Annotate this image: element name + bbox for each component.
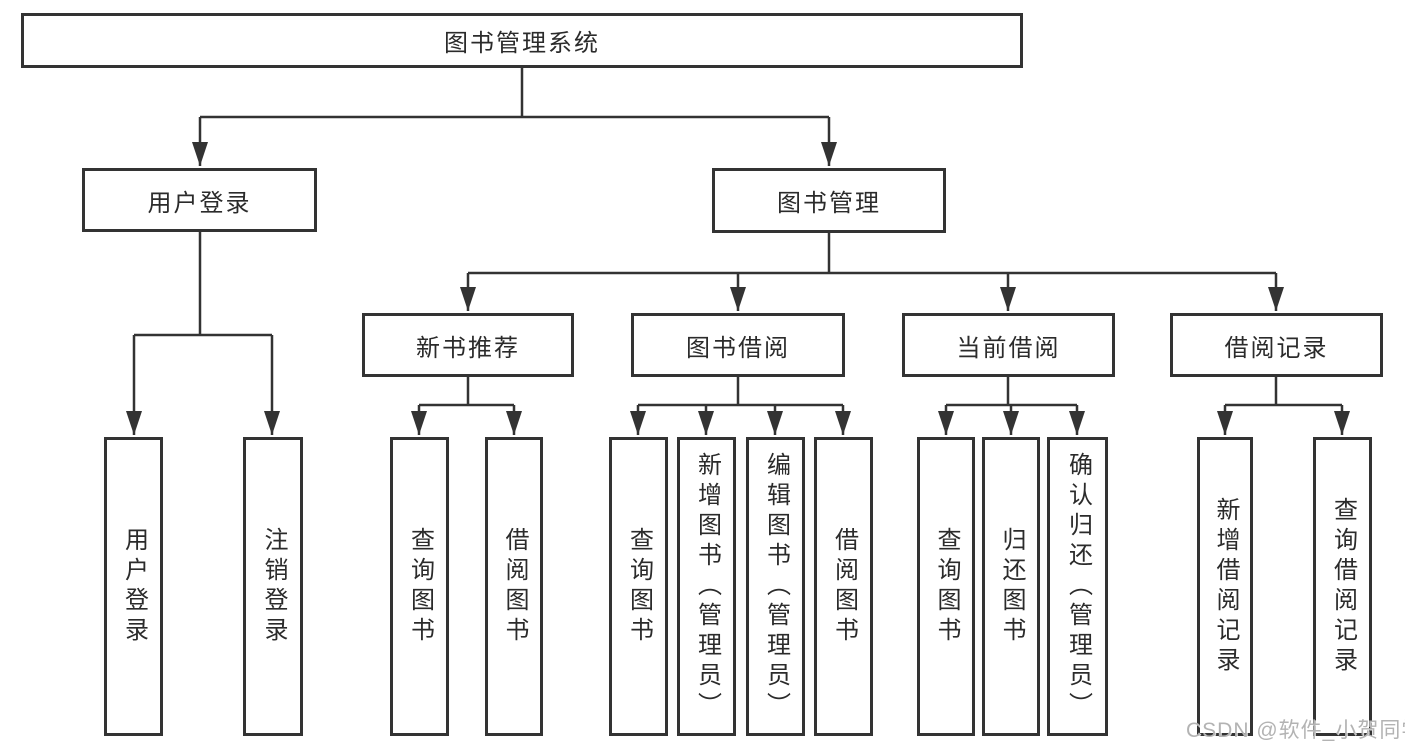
leaf-add-books-admin-label: 新增图书（管理员） <box>693 451 721 722</box>
leaf-add-borrow-record-label: 新增借阅记录 <box>1212 496 1239 677</box>
connector-root <box>200 68 829 119</box>
leaf-borrow-books-2: 借阅图书 <box>814 437 873 736</box>
leaf-return-books: 归还图书 <box>982 437 1040 736</box>
node-book-borrow: 图书借阅 <box>631 313 845 377</box>
leaf-borrow-books-1: 借阅图书 <box>485 437 543 736</box>
leaf-query-borrow-record-label: 查询借阅记录 <box>1329 496 1357 677</box>
leaf-query-books-1: 查询图书 <box>390 437 449 736</box>
leaf-query-books-2: 查询图书 <box>609 437 668 736</box>
leaf-edit-books-admin-label: 编辑图书（管理员） <box>762 451 790 722</box>
connector-borrow-records <box>1225 377 1342 407</box>
leaf-query-books-3: 查询图书 <box>917 437 975 736</box>
connector-user-login <box>134 232 272 337</box>
leaf-return-books-label: 归还图书 <box>998 526 1025 647</box>
leaf-borrow-books-2-label: 借阅图书 <box>830 526 858 647</box>
node-root: 图书管理系统 <box>21 13 1023 68</box>
node-borrow-records: 借阅记录 <box>1170 313 1383 377</box>
leaf-edit-books-admin: 编辑图书（管理员） <box>746 437 805 736</box>
node-user-login-label: 用户登录 <box>147 189 252 217</box>
node-new-book-recommend-label: 新书推荐 <box>416 334 520 362</box>
leaf-query-books-3-label: 查询图书 <box>933 526 960 647</box>
leaf-confirm-return-admin-label: 确认归还（管理员） <box>1064 451 1092 722</box>
node-book-management: 图书管理 <box>712 168 946 233</box>
node-book-borrow-label: 图书借阅 <box>686 334 790 362</box>
leaf-query-books-2-label: 查询图书 <box>625 526 653 647</box>
leaf-add-borrow-record: 新增借阅记录 <box>1197 437 1253 736</box>
leaf-confirm-return-admin: 确认归还（管理员） <box>1047 437 1108 736</box>
connector-book-mgmt <box>468 233 1276 275</box>
node-new-book-recommend: 新书推荐 <box>362 313 574 377</box>
leaf-add-books-admin: 新增图书（管理员） <box>677 437 736 736</box>
connector-book-borrow <box>638 377 843 407</box>
node-book-management-label: 图书管理 <box>777 190 881 217</box>
node-user-login: 用户登录 <box>82 168 317 232</box>
connector-current-borrow <box>946 377 1077 407</box>
connector-new-book <box>419 377 514 407</box>
node-root-label: 图书管理系统 <box>444 30 600 57</box>
leaf-borrow-books-1-label: 借阅图书 <box>501 526 528 647</box>
leaf-user-login: 用户登录 <box>104 437 163 736</box>
leaf-query-borrow-record: 查询借阅记录 <box>1313 437 1372 736</box>
leaf-logout-label: 注销登录 <box>260 526 287 647</box>
node-current-borrow-label: 当前借阅 <box>956 334 1061 362</box>
leaf-logout: 注销登录 <box>243 437 303 736</box>
leaf-user-login-label: 用户登录 <box>120 526 148 647</box>
node-borrow-records-label: 借阅记录 <box>1224 334 1329 362</box>
leaf-query-books-1-label: 查询图书 <box>406 526 434 647</box>
csdn-watermark: CSDN @软件_小贺同学 <box>1186 719 1405 742</box>
node-current-borrow: 当前借阅 <box>902 313 1115 377</box>
